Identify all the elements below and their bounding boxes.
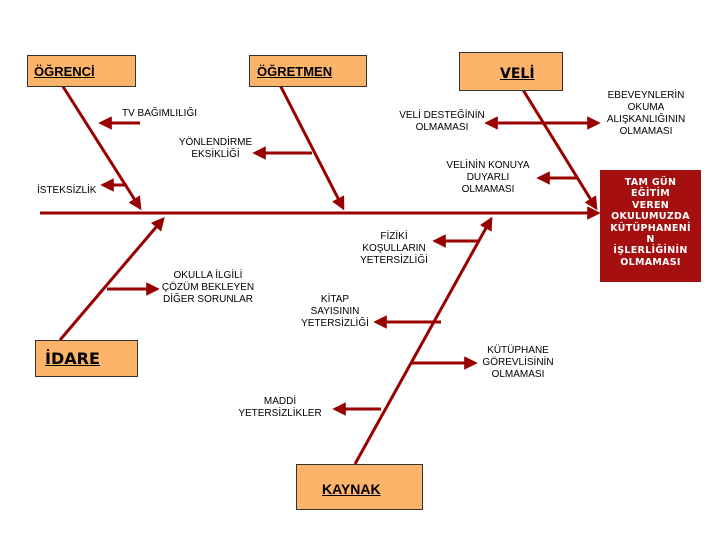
cause-veli-destegi: VELİ DESTEĞİNİN OLMAMASI [394,110,490,134]
cause-kitap: KİTAP SAYISININ YETERSİZLİĞİ [296,294,374,330]
cause-fiziki: FİZİKİ KOŞULLARIN YETERSİZLİĞİ [355,231,433,267]
cause-text: DUYARLI [466,172,510,183]
cause-text: OLMAMASI [619,126,673,137]
cause-kutuphane: KÜTÜPHANE GÖREVLİSİNİN OLMAMASI [476,345,560,381]
cause-text: ALIŞKANLIĞININ [606,114,686,125]
cause-text: YÖNLENDİRME [178,137,253,148]
effect-line: İŞLERLİĞİNİN [613,245,688,257]
bone-veli [518,84,598,211]
cause-text: OKUMA [627,102,665,113]
cause-text: OLMAMASI [415,122,469,133]
cause-text: DİĞER SORUNLAR [162,294,253,305]
category-ogretmen-label: ÖĞRETMEN [257,64,333,79]
cause-text: VELİNİN KONUYA [446,160,530,171]
cause-text: VELİ DESTEĞİNİN [399,110,485,121]
effect-box: TAM GÜN EĞİTİM VEREN OKULUMUZDA KÜTÜPHAN… [600,170,701,282]
category-idare: İDARE [35,340,138,377]
effect-line: N [646,234,655,246]
category-kaynak-label: KAYNAK [322,481,381,497]
cause-text: İSTEKSİZLİK [37,185,97,196]
category-ogrenci-label: ÖĞRENCİ [34,64,95,79]
bone-idare [58,216,165,341]
effect-line: OKULUMUZDA [611,211,690,223]
cause-text: MADDİ [263,396,297,407]
category-ogrenci: ÖĞRENCİ [27,55,136,87]
bone-kaynak [353,216,493,465]
category-ogretmen: ÖĞRETMEN [249,55,367,87]
cause-text: EKSİKLİĞİ [191,149,240,160]
cause-text: GÖREVLİSİNİN [482,357,554,368]
cause-isteksizlik: İSTEKSİZLİK [37,185,96,197]
effect-line: KÜTÜPHANENİ [610,222,691,234]
cause-text: OLMAMASI [491,369,545,380]
bone-ogrenci [60,84,142,211]
cause-veli-duyarli: VELİNİN KONUYA DUYARLI OLMAMASI [443,160,533,196]
cause-maddi: MADDİ YETERSİZLİKLER [236,396,324,420]
effect-line: VEREN [631,199,670,211]
effect-line: OLMAMASI [620,256,681,268]
effect-line: EĞİTİM [630,188,671,200]
effect-line: TAM GÜN [624,177,677,188]
cause-text: YETERSİZLİKLER [238,408,322,419]
cause-text: EBEVEYNLERİN [607,90,685,101]
cause-text: OKULLA İLGİLİ [173,270,243,281]
cause-text: SAYISININ [310,306,360,317]
cause-text: ÇÖZÜM BEKLEYEN [161,282,255,293]
cause-text: FİZİKİ [380,231,408,242]
category-kaynak: KAYNAK [296,464,423,510]
category-veli: VELİ [459,52,563,91]
category-idare-label: İDARE [45,349,100,368]
cause-text: YETERSİZLİĞİ [360,255,428,266]
cause-okul-sorunlar: OKULLA İLGİLİ ÇÖZÜM BEKLEYEN DİĞER SORUN… [159,270,257,306]
cause-text: TV BAĞIMLILIĞI [122,108,198,119]
cause-ebeveyn: EBEVEYNLERİN OKUMA ALIŞKANLIĞININ OLMAMA… [602,90,690,138]
cause-text: OLMAMASI [461,184,515,195]
cause-text: YETERSİZLİĞİ [301,318,369,329]
cause-text: KİTAP [320,294,350,305]
cause-tv: TV BAĞIMLILIĞI [122,108,197,120]
bone-ogretmen [278,84,345,211]
cause-text: KÜTÜPHANE [487,345,549,356]
cause-yonlendirme: YÖNLENDİRME EKSİKLİĞİ [178,137,253,161]
cause-text: KOŞULLARIN [362,243,426,254]
category-veli-label: VELİ [500,66,535,82]
